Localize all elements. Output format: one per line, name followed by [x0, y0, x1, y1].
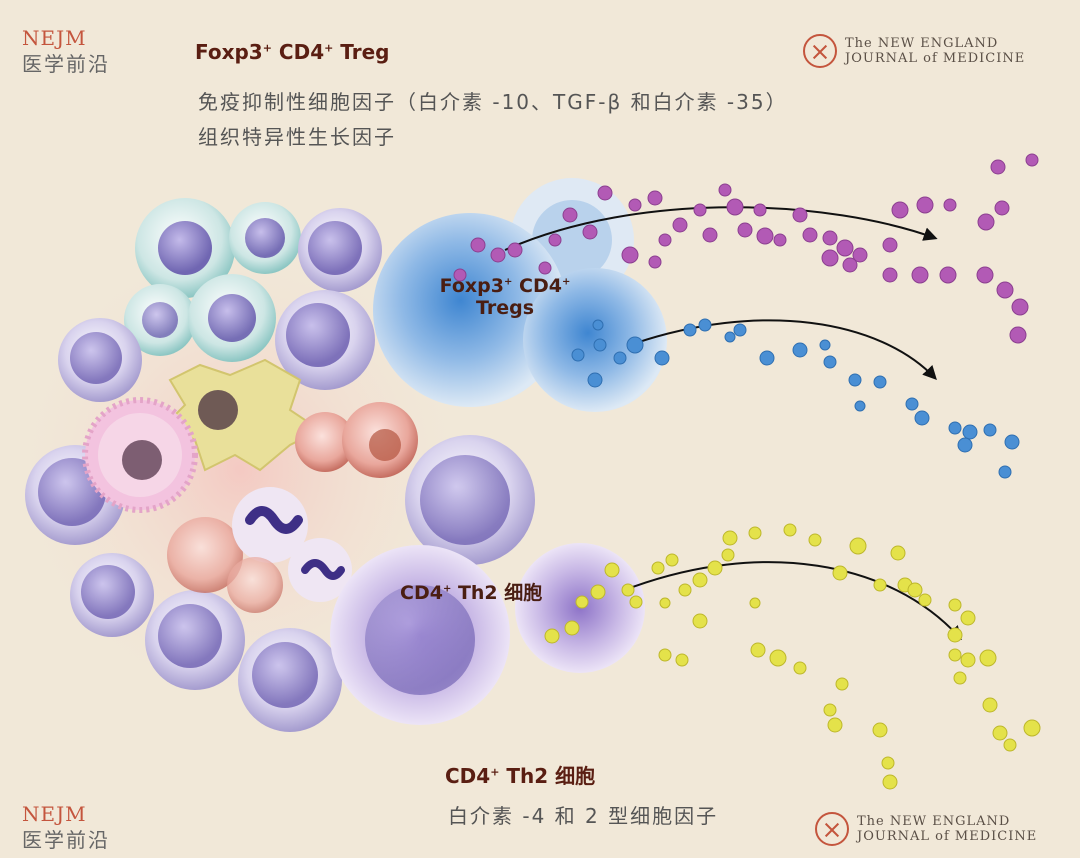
th2-description-line1: 白介素 -4 和 2 型细胞因子: [448, 804, 719, 828]
th2-heading-part1: CD4: [445, 764, 491, 788]
teal-cell-group: [124, 198, 301, 362]
nejm-logo-line2: JOURNAL of MEDICINE: [845, 51, 1026, 66]
lymphocyte-group: [25, 208, 535, 732]
treg-description-line2: 组织特异性生长因子: [198, 125, 396, 149]
treg-label-part2: CD4: [512, 275, 562, 297]
nejm-cn-logo-top: NEJM 医学前沿: [22, 26, 110, 77]
granulocyte-group: [167, 402, 418, 613]
treg-label-part1: Foxp3: [439, 275, 504, 297]
th2-label-part2: Th2 细胞: [451, 582, 543, 604]
th2-heading: CD4+ Th2 细胞: [445, 764, 596, 788]
treg-description-line1: 免疫抑制性细胞因子（白介素 -10、TGF-β 和白介素 -35）: [198, 90, 788, 114]
blue-cytokine-dots: [571, 318, 1020, 479]
mast-cell: [82, 397, 198, 513]
seal-icon: [815, 812, 849, 846]
nejm-logo-bottom: The NEW ENGLAND JOURNAL of MEDICINE: [815, 812, 1037, 846]
nejm-logo-line1: The NEW ENGLAND: [857, 814, 1011, 829]
yellow-cytokine-dots: [544, 523, 1041, 790]
arrow-treg-blue: [629, 319, 937, 381]
th2-heading-part2: Th2 细胞: [499, 764, 596, 788]
treg-heading-part3: Treg: [333, 40, 390, 64]
nejm-logo-line1: The NEW ENGLAND: [845, 36, 999, 51]
treg-heading-part2: CD4: [271, 40, 325, 64]
nejm-cn-logo-bottom: NEJM 医学前沿: [22, 802, 110, 853]
treg-heading: Foxp3+ CD4+ Treg: [195, 40, 390, 64]
th2-cell-label: CD4+ Th2 细胞: [400, 582, 543, 604]
purple-cytokine-dots: [453, 153, 1039, 344]
arrow-th2-yellow: [629, 561, 962, 641]
th2-cell-group: [330, 543, 645, 725]
nejm-abbr: NEJM: [22, 802, 87, 826]
th2-label-part1: CD4: [400, 582, 443, 604]
nejm-cn-name: 医学前沿: [22, 828, 110, 852]
seal-icon: [803, 34, 837, 68]
nejm-cn-name: 医学前沿: [22, 52, 110, 76]
treg-heading-part1: Foxp3: [195, 40, 263, 64]
treg-label-part3: Tregs: [475, 297, 535, 319]
nejm-logo-top: The NEW ENGLAND JOURNAL of MEDICINE: [803, 34, 1025, 68]
nejm-logo-line2: JOURNAL of MEDICINE: [857, 829, 1038, 844]
dendritic-cell: [163, 358, 322, 472]
nejm-abbr: NEJM: [22, 26, 87, 50]
treg-cell-label: Foxp3+ CD4+ Tregs: [430, 275, 580, 319]
